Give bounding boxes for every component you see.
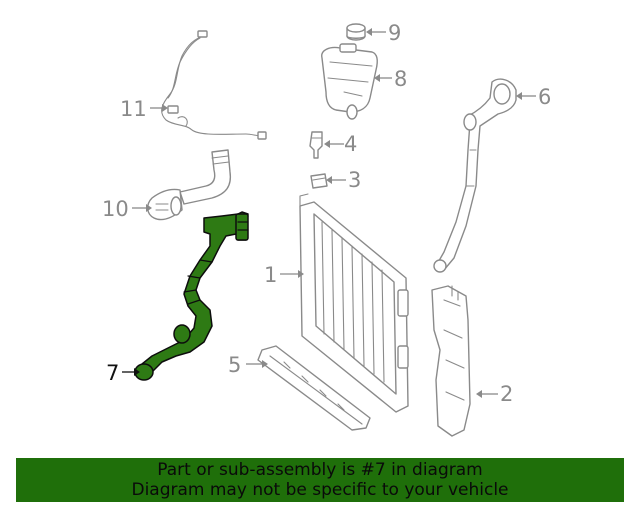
callout-label-9: 9 (388, 21, 401, 45)
part-11-cable[interactable] (161, 30, 267, 140)
part-6-lower-hose[interactable] (433, 78, 517, 273)
callout-label-5: 5 (228, 353, 241, 377)
callout-11: 11 (120, 97, 168, 121)
banner-line-2: Diagram may not be specific to your vehi… (131, 480, 509, 500)
part-9-cap[interactable] (346, 23, 366, 41)
callout-label-3: 3 (348, 168, 361, 192)
callout-label-11: 11 (120, 97, 147, 121)
callout-9: 9 (366, 21, 401, 45)
part-5-deflector[interactable] (257, 345, 371, 431)
callout-label-7: 7 (106, 361, 119, 385)
callout-label-2: 2 (500, 382, 513, 406)
callout-7: 7 (106, 361, 140, 385)
callout-label-4: 4 (344, 132, 357, 156)
callout-label-1: 1 (264, 263, 277, 287)
part-8-expansion-tank[interactable] (321, 43, 378, 120)
callout-6: 6 (516, 85, 551, 109)
callout-10: 10 (102, 197, 152, 221)
part-4-valve[interactable] (309, 131, 323, 159)
callout-5: 5 (228, 353, 268, 377)
callout-label-6: 6 (538, 85, 551, 109)
part-10-upper-hose[interactable] (147, 149, 232, 221)
banner-line-1: Part or sub-assembly is #7 in diagram (157, 460, 483, 480)
callout-label-8: 8 (394, 67, 407, 91)
part-7-radiator-hose[interactable] (134, 211, 249, 381)
callout-8: 8 (374, 67, 407, 91)
callout-2: 2 (476, 382, 513, 406)
info-banner: Part or sub-assembly is #7 in diagram Di… (16, 458, 624, 502)
callout-3: 3 (326, 168, 361, 192)
part-3-nut[interactable] (310, 173, 328, 189)
part-1-radiator[interactable] (299, 193, 409, 413)
part-2-air-guide[interactable] (431, 285, 471, 437)
callout-label-10: 10 (102, 197, 129, 221)
callout-4: 4 (324, 132, 357, 156)
callout-1: 1 (264, 263, 304, 287)
